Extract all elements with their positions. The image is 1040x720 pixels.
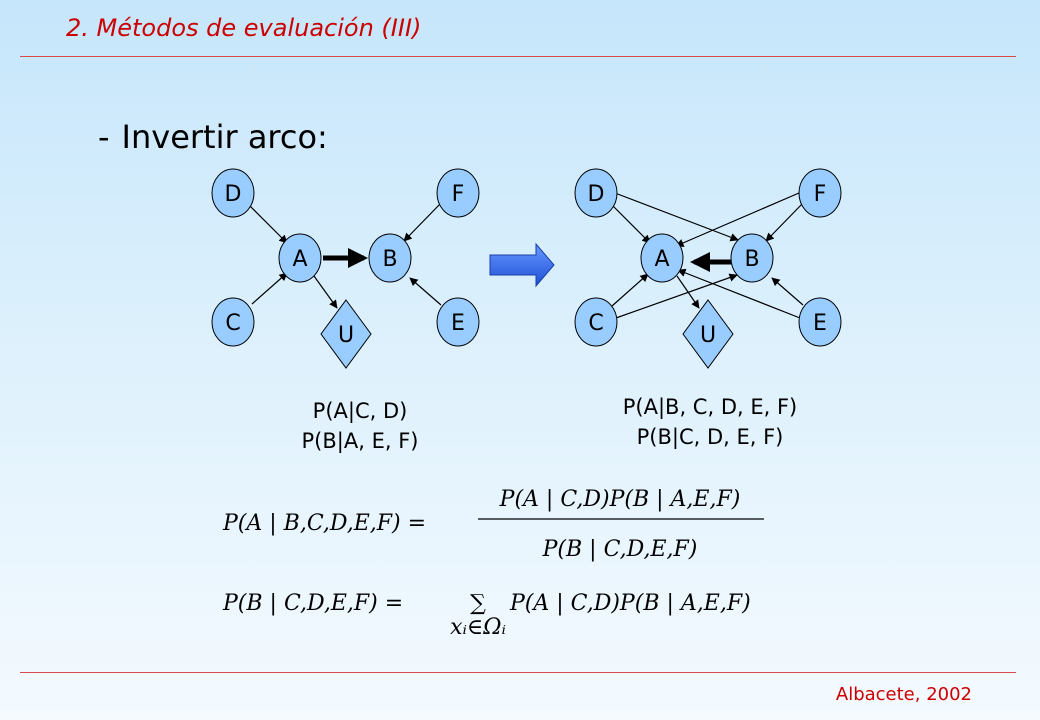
edge-c-a — [611, 273, 649, 307]
node-e — [798, 297, 842, 347]
bullet-dash: - — [98, 118, 110, 156]
node-e-label: E — [813, 311, 827, 336]
edge-c-a — [251, 272, 288, 305]
slide-title: 2. Métodos de evaluación (III) — [66, 14, 422, 42]
node-u-diamond — [320, 299, 372, 369]
left-graph: D F A B C E U — [211, 168, 480, 369]
edge-d-b — [614, 192, 739, 242]
node-d — [574, 168, 618, 218]
node-a — [640, 233, 684, 283]
footer-text: Albacete, 2002 — [835, 684, 972, 705]
node-u-diamond — [682, 299, 734, 369]
node-f — [436, 168, 480, 218]
node-c-label: C — [225, 311, 240, 336]
node-e-label: E — [451, 311, 465, 336]
node-b — [730, 233, 774, 283]
node-d-label: D — [588, 182, 605, 207]
edge-e-b — [409, 277, 442, 306]
edge-e-b — [771, 277, 804, 306]
edge-f-a — [675, 192, 800, 247]
left-caption-1: P(A|C, D) — [312, 399, 408, 423]
edge-d-a — [246, 202, 288, 244]
node-u-label: U — [338, 323, 354, 348]
node-f — [798, 168, 842, 218]
node-d-label: D — [225, 182, 242, 207]
bullet-text: Invertir arco: — [121, 118, 328, 156]
edge-f-b — [765, 202, 804, 242]
formula2-lhs: P(B | C,D,E,F) = — [222, 591, 403, 616]
edge-f-b — [403, 202, 442, 242]
edge-a-u — [313, 275, 338, 309]
right-graph: D F A B C E U — [574, 168, 842, 369]
formula1-numerator: P(A | C,D)P(B | A,E,F) — [499, 487, 741, 512]
header-divider — [20, 56, 1016, 57]
edge-d-a — [609, 202, 651, 244]
left-caption-2: P(B|A, E, F) — [301, 429, 419, 453]
left-captions: P(A|C, D) P(B|A, E, F) — [260, 396, 460, 456]
node-b-label: B — [382, 247, 397, 272]
formula2-sum-symbol: ∑ — [470, 591, 486, 616]
node-f-label: F — [452, 182, 465, 207]
node-d — [211, 168, 255, 218]
edge-a-u — [676, 275, 700, 309]
node-a-label: A — [654, 247, 669, 272]
formula1-denominator: P(B | C,D,E,F) — [542, 537, 698, 562]
node-a-label: A — [292, 247, 307, 272]
node-c-label: C — [588, 311, 603, 336]
node-b-label: B — [744, 247, 759, 272]
node-e — [436, 297, 480, 347]
node-a — [278, 233, 322, 283]
node-b — [368, 233, 412, 283]
edge-c-b — [615, 273, 738, 319]
right-captions: P(A|B, C, D, E, F) P(B|C, D, E, F) — [580, 392, 840, 452]
formula-bayes: P(A | B,C,D,E,F) = P(A | C,D)P(B | A,E,F… — [222, 487, 764, 562]
footer-divider — [20, 672, 1016, 673]
formula-marginal: P(B | C,D,E,F) = ∑ xᵢ∈Ωᵢ P(A | C,D)P(B |… — [222, 591, 751, 640]
formula2-sum-subscript: xᵢ∈Ωᵢ — [450, 615, 506, 640]
node-f-label: F — [814, 182, 827, 207]
node-c — [574, 297, 618, 347]
node-u-label: U — [700, 323, 716, 348]
right-caption-1: P(A|B, C, D, E, F) — [622, 395, 798, 419]
right-caption-2: P(B|C, D, E, F) — [636, 425, 784, 449]
edge-e-a — [677, 268, 801, 319]
node-c — [211, 297, 255, 347]
formula1-lhs: P(A | B,C,D,E,F) = — [222, 511, 426, 536]
transform-arrow-icon — [489, 242, 555, 288]
formula2-rhs: P(A | C,D)P(B | A,E,F) — [509, 591, 751, 616]
bullet-heading: -Invertir arco: — [98, 118, 328, 156]
